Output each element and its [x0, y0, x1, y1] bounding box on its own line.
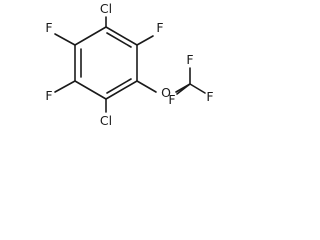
bond-to-f-upper-right: [136, 35, 154, 46]
ring-bond-bottom-left: [74, 80, 107, 100]
atom-cl-top: Cl: [100, 1, 112, 16]
atom-f-upper-right: F: [156, 20, 163, 35]
atom-oxygen: O: [161, 85, 171, 100]
atom-cf3-f-bottom: F: [168, 92, 175, 107]
bond-to-f-upper-left: [54, 33, 76, 46]
bond-to-f-lower-left: [54, 80, 76, 93]
atom-f-lower-left: F: [45, 88, 52, 103]
ring-double-bond-top-right: [106, 32, 132, 48]
structural-formula: Cl Cl F F F O F F F: [45, 1, 213, 128]
atom-f-upper-left: F: [45, 20, 52, 35]
atom-cf3-f-right: F: [206, 89, 213, 104]
bond-to-oxygen: [136, 80, 157, 93]
atom-cf3-f-top: F: [186, 52, 193, 67]
ring-bond-bottom-right: [105, 80, 138, 100]
ring-bond-top-right: [105, 26, 138, 46]
atom-cl-bottom: Cl: [100, 113, 112, 128]
bond-cf3-right: [189, 83, 206, 94]
ring-bond-top-left: [74, 26, 107, 46]
ring-double-bond-bottom-right: [106, 78, 132, 94]
bond-cf3-bottom: [176, 83, 191, 95]
